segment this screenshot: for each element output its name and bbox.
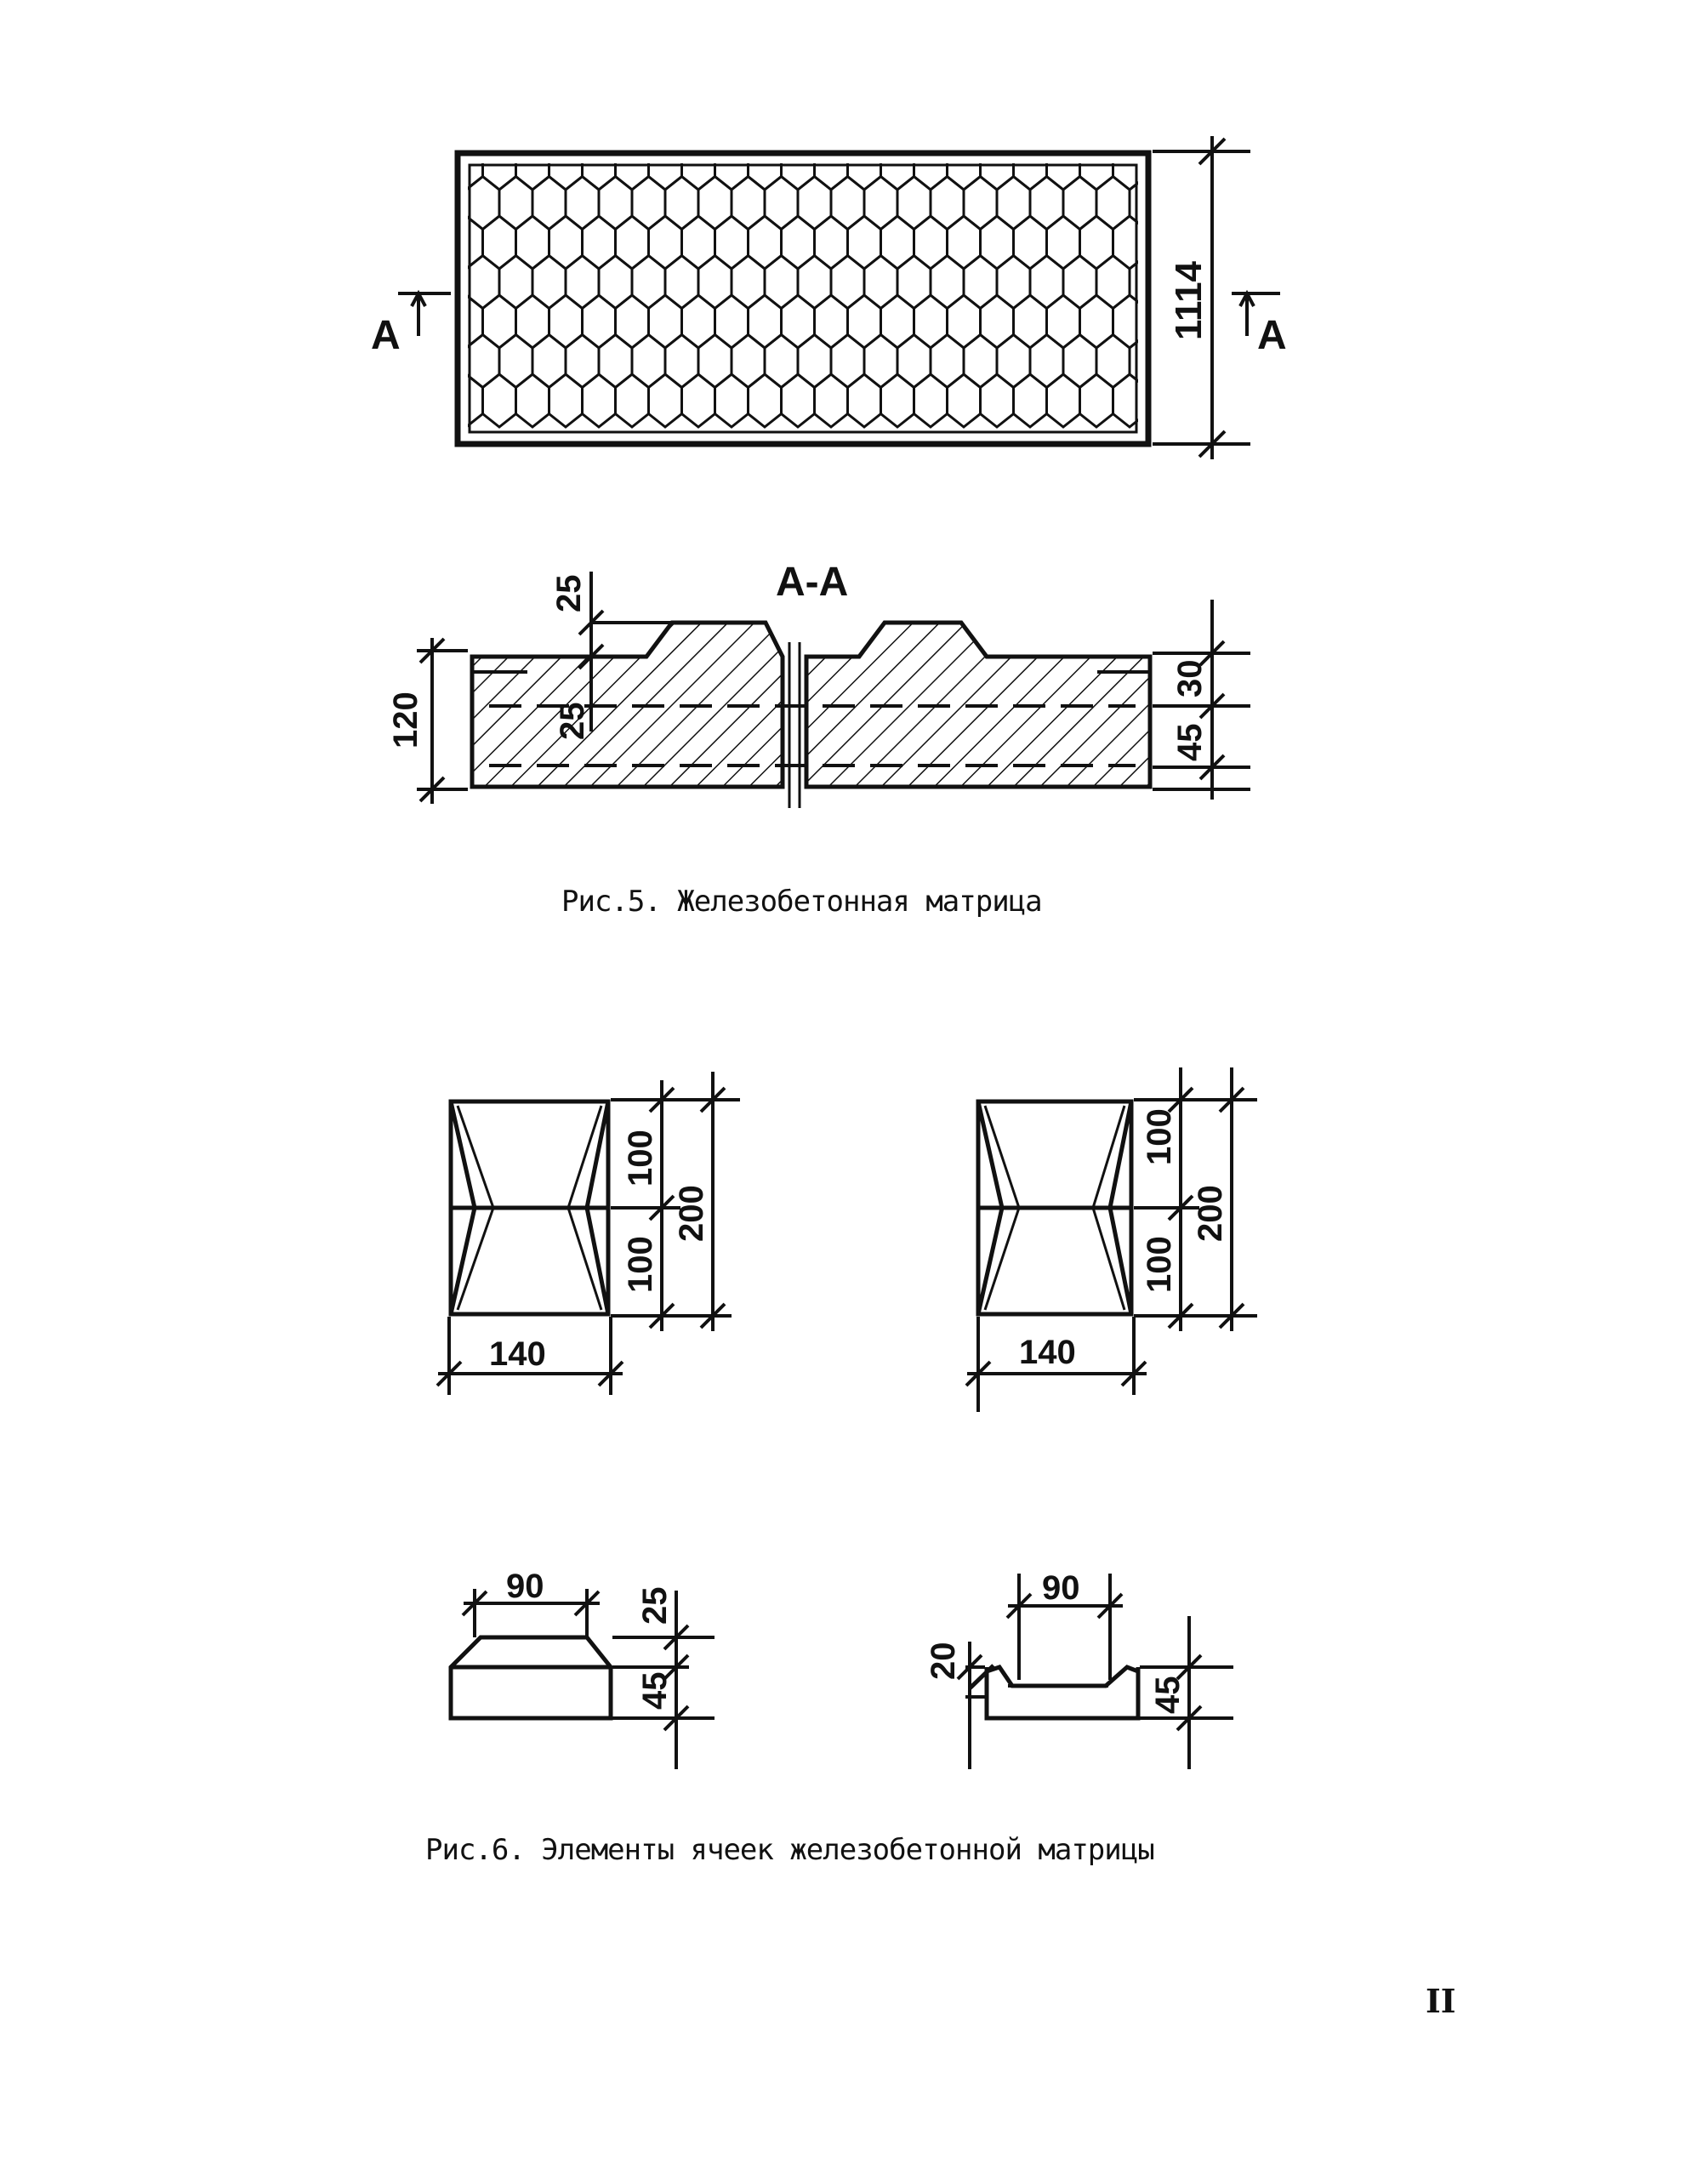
honeycomb-cell (946, 373, 982, 429)
dim-25-inner: 25 (554, 703, 591, 741)
plan-right-dimensions (965, 1067, 1257, 1412)
honeycomb-cell (433, 335, 466, 388)
dim-right-20: 20 (925, 1642, 962, 1681)
section-left-dimensions (461, 1589, 715, 1769)
dim-1114: 1114 (1168, 260, 1210, 340)
dim-left-200: 200 (673, 1185, 710, 1242)
honeycomb-cell (417, 374, 450, 427)
honeycomb-cell (780, 373, 816, 429)
honeycomb-cell (979, 373, 1015, 429)
cell-element-plan-right (976, 1099, 1134, 1317)
section-right-dimensions (956, 1574, 1233, 1769)
honeycomb-cell (880, 373, 915, 429)
honeycomb-cell (665, 98, 698, 151)
dim-right-200: 200 (1192, 1185, 1229, 1242)
honeycomb-cell (913, 373, 948, 429)
plan-left-dimensions (436, 1072, 740, 1395)
honeycomb-cell (864, 98, 897, 151)
honeycomb-cell (581, 373, 617, 429)
honeycomb-cell (1012, 373, 1048, 429)
honeycomb-cell (433, 98, 466, 151)
figure-5-caption: Рис.5. Железобетонная матрица (561, 885, 1043, 919)
honeycomb-cell (548, 373, 584, 429)
honeycomb-cell (897, 98, 931, 151)
section-dimensions (417, 572, 1250, 804)
dim-left-100-bottom: 100 (622, 1236, 659, 1293)
honeycomb-cell (765, 98, 798, 151)
honeycomb-cell (532, 98, 566, 151)
honeycomb-cell (1130, 98, 1163, 151)
dim-right-90: 90 (1042, 1569, 1080, 1607)
section-view (470, 620, 1153, 808)
honeycomb-cell (515, 373, 550, 429)
honeycomb-cell (846, 373, 882, 429)
honeycomb-cell (1128, 260, 1138, 304)
dim-left-25: 25 (636, 1587, 674, 1625)
honeycomb-cell (1045, 373, 1081, 429)
figure-6-caption: Рис.6. Элементы ячеек железобетонной мат… (425, 1833, 1155, 1867)
dim-left-140: 140 (489, 1335, 546, 1373)
honeycomb-cell (831, 98, 864, 151)
cell-element-section-right (968, 1664, 1141, 1721)
honeycomb-cell (599, 98, 632, 151)
honeycomb-cell (813, 373, 849, 429)
honeycomb-cell (1128, 181, 1138, 225)
dim-left-100-top: 100 (622, 1130, 659, 1187)
honeycomb-cell (1128, 339, 1138, 383)
honeycomb-cell (466, 98, 499, 151)
honeycomb-cell (433, 177, 466, 230)
dim-right-100-top: 100 (1141, 1108, 1178, 1165)
plan-height-dimension (1153, 136, 1250, 459)
honeycomb-cell (1079, 373, 1114, 429)
matrix-plan (417, 98, 1196, 447)
honeycomb-cell (614, 373, 650, 429)
dim-120: 120 (387, 692, 424, 749)
honeycomb-cell (798, 98, 831, 151)
dim-right-140: 140 (1019, 1334, 1076, 1371)
cell-element-plan-left (448, 1099, 611, 1317)
dim-25-top: 25 (550, 575, 588, 613)
honeycomb-cell (714, 373, 749, 429)
dim-left-90: 90 (506, 1568, 544, 1605)
honeycomb-cell (747, 373, 783, 429)
honeycomb-cell (931, 98, 964, 151)
honeycomb-cell (1112, 373, 1138, 429)
honeycomb-cell (698, 98, 732, 151)
honeycomb-cell (1063, 98, 1096, 151)
section-marker-right: A (1257, 313, 1287, 358)
dim-30: 30 (1171, 660, 1209, 698)
cell-element-section-left (448, 1635, 613, 1721)
honeycomb-grid (417, 98, 1196, 429)
honeycomb-cell (1096, 98, 1130, 151)
honeycomb-cell (632, 98, 665, 151)
honeycomb-cell (1163, 177, 1196, 230)
honeycomb-cell (499, 98, 532, 151)
honeycomb-cell (417, 295, 450, 348)
honeycomb-cell (964, 98, 997, 151)
honeycomb-cell (1163, 335, 1196, 388)
section-marker-left: A (371, 313, 401, 358)
honeycomb-cell (732, 98, 765, 151)
honeycomb-cell (468, 373, 484, 428)
section-markers (398, 289, 1280, 336)
section-title: A-A (776, 560, 848, 605)
honeycomb-cell (417, 216, 450, 269)
dim-right-100-bottom: 100 (1141, 1236, 1178, 1293)
honeycomb-cell (481, 373, 517, 429)
honeycomb-cell (647, 373, 683, 429)
honeycomb-cell (566, 98, 599, 151)
page-number: II (1426, 1982, 1456, 2020)
dim-right-45: 45 (1149, 1676, 1187, 1715)
dim-left-45: 45 (636, 1672, 674, 1710)
dim-45: 45 (1171, 724, 1209, 762)
honeycomb-cell (417, 137, 450, 190)
honeycomb-cell (1030, 98, 1063, 151)
honeycomb-cell (433, 256, 466, 309)
honeycomb-cell (997, 98, 1030, 151)
honeycomb-cell (1163, 98, 1196, 151)
honeycomb-cell (680, 373, 716, 429)
